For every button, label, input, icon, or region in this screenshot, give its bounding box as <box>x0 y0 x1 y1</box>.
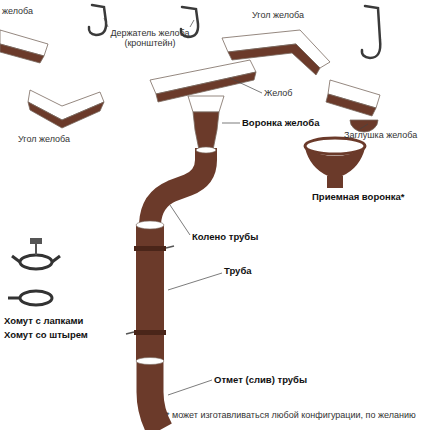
part-label: Отмет (слив) трубы <box>214 375 307 386</box>
part-label: * может изготавливаться любой конфигурац… <box>166 410 416 420</box>
part-label: желоба <box>2 6 33 16</box>
part-label: Заглушка желоба <box>344 130 417 140</box>
part-label: Колено трубы <box>192 232 258 243</box>
part-label: Приемная воронка* <box>312 192 404 203</box>
part-label: Желоб <box>264 88 292 98</box>
part-label: Воронка желоба <box>242 118 319 129</box>
part-label: Угол желоба <box>252 10 304 20</box>
part-label: Труба <box>224 266 252 277</box>
part-label: Хомут с лапками <box>4 316 83 327</box>
part-label: Держатель желоба (кронштейн) <box>100 28 200 49</box>
part-label: Угол желоба <box>18 134 70 144</box>
part-label: Хомут со штырем <box>4 330 88 341</box>
